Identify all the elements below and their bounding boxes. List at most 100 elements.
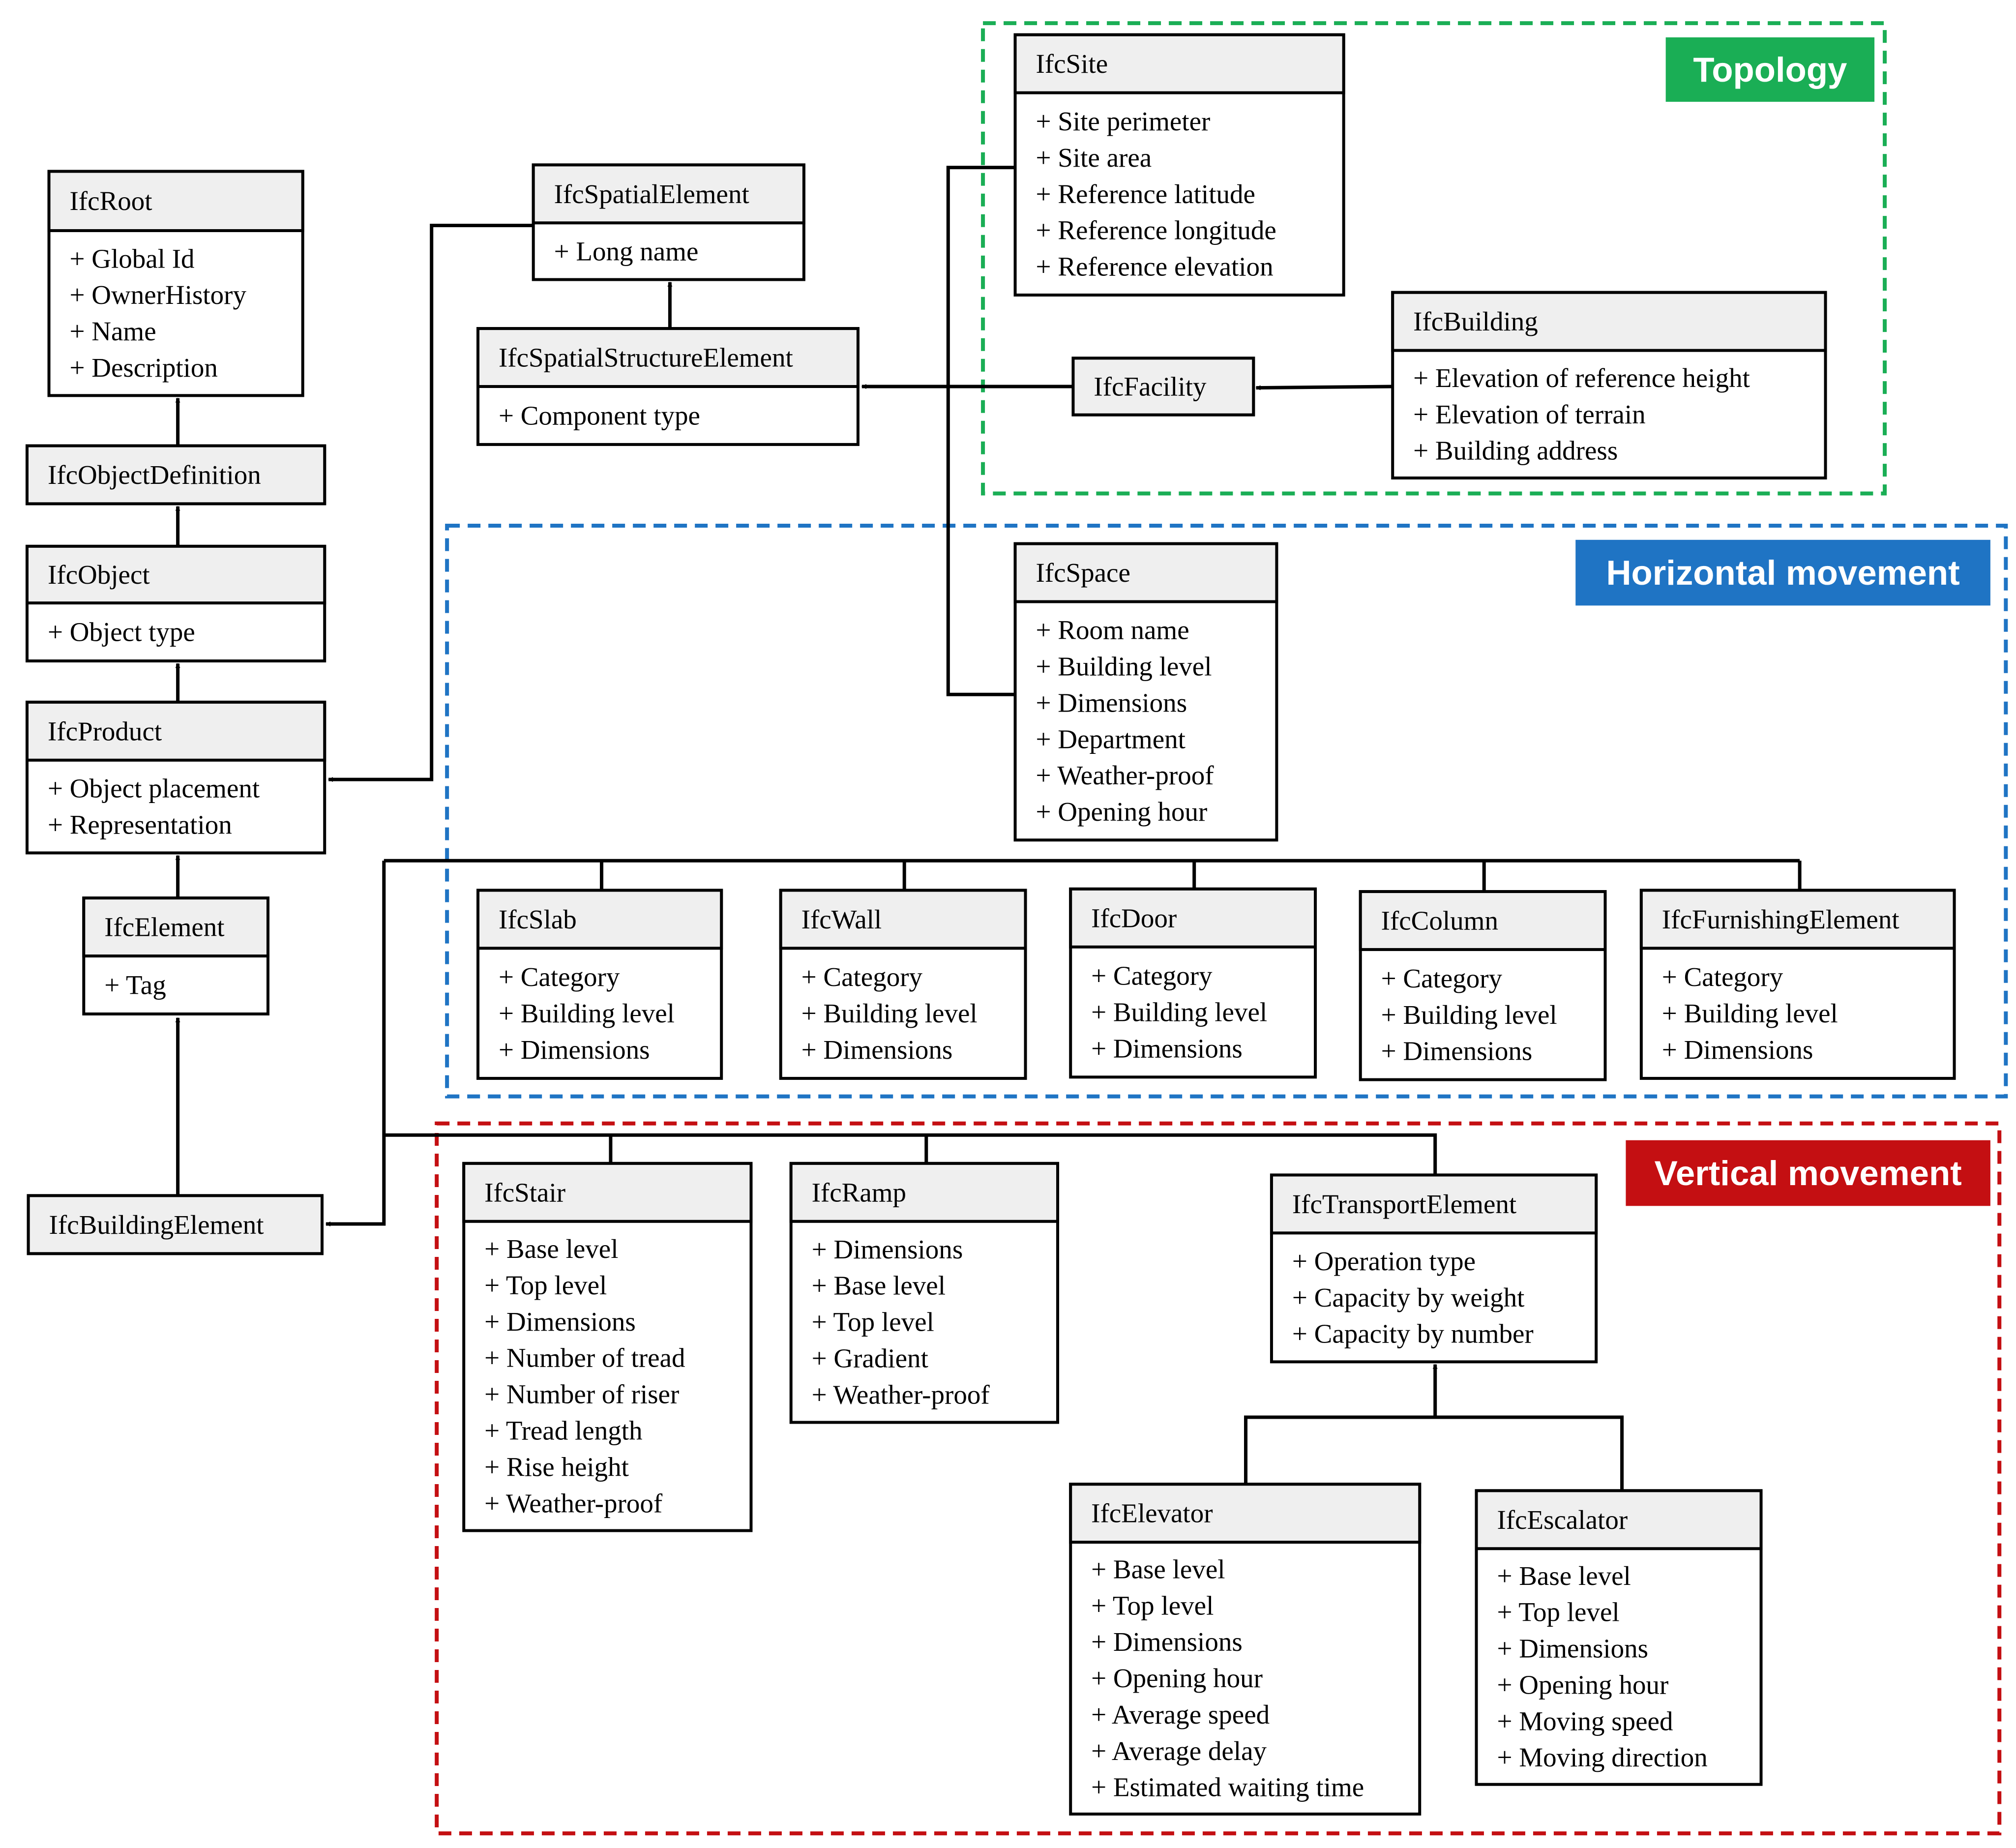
- ifc-elevator-attribute: + Top level: [1091, 1590, 1214, 1620]
- ifc-door-attribute: + Dimensions: [1091, 1033, 1243, 1063]
- ifc-space-attribute: + Dimensions: [1036, 687, 1187, 717]
- ifc-product-header: [26, 700, 326, 762]
- ifc-escalator-attribute: + Opening hour: [1497, 1669, 1668, 1699]
- vertical-group: Vertical movement: [435, 1121, 2002, 1836]
- ifc-object-definition-class: IfcObjectDefinition: [26, 444, 326, 506]
- ifc-slab-header: [476, 889, 723, 950]
- ifc-spatial-element-attribute: + Long name: [554, 236, 699, 266]
- class-boxes: IfcRoot + Global Id + OwnerHistory + Name + …: [26, 33, 1956, 1816]
- ifc-element-header: [82, 896, 269, 958]
- ifc-ramp-header: [789, 1162, 1060, 1223]
- ifc-facility-name: IfcFacility: [1094, 372, 1207, 402]
- ifc-stair-attribute: + Base level: [484, 1234, 618, 1264]
- ifc-elevator-name: IfcElevator: [1091, 1498, 1213, 1528]
- connector-site-space-trunk: [946, 166, 1015, 696]
- ifc-elevator-attribute: + Opening hour: [1091, 1663, 1263, 1693]
- ifc-ramp-name: IfcRamp: [812, 1177, 906, 1207]
- ifc-transport-element-class: IfcTransportElement+ Operation type+ Cap…: [1270, 1173, 1598, 1364]
- ifc-ramp-attribute: + Dimensions: [812, 1234, 963, 1264]
- ifc-root-attribute: + Name: [69, 316, 156, 346]
- ifc-column-class: IfcColumn+ Category+ Building level+ Dim…: [1359, 890, 1607, 1081]
- ifc-escalator-attribute: + Dimensions: [1497, 1634, 1648, 1664]
- ifc-space-attribute: + Building level: [1036, 652, 1212, 682]
- ifc-root-attribute: + Global Id: [69, 243, 194, 273]
- ifc-column-name: IfcColumn: [1381, 905, 1498, 935]
- topology-group-label: Topology: [1665, 37, 1875, 102]
- ifc-wall-header: [779, 889, 1027, 950]
- ifc-element-name: IfcElement: [104, 912, 224, 942]
- vertical-group-label: Vertical movement: [1626, 1140, 1990, 1206]
- ifc-spatial-structure-element-attribute: + Component type: [499, 400, 700, 430]
- ifc-spatial-structure-element-name: IfcSpatialStructureElement: [499, 343, 793, 373]
- ifc-escalator-header: [1475, 1489, 1763, 1550]
- ifc-furnishing-element-attribute: + Building level: [1662, 998, 1838, 1028]
- ifc-escalator-attribute: + Top level: [1497, 1597, 1619, 1627]
- ifc-ramp-class: IfcRamp+ Dimensions+ Base level+ Top lev…: [789, 1162, 1060, 1424]
- ifc-stair-header: [462, 1162, 753, 1223]
- ifc-product-attribute: + Representation: [48, 810, 232, 840]
- ifc-slab-attribute: + Building level: [499, 998, 675, 1028]
- ifc-stair-box: [462, 1162, 753, 1532]
- ifc-facility-header: [1071, 357, 1255, 417]
- ifc-stair-attribute: + Rise height: [484, 1452, 629, 1482]
- connector-spatialelement-to-product: [328, 224, 534, 782]
- ifc-space-attribute: + Opening hour: [1036, 797, 1207, 827]
- ifc-furnishing-element-class: IfcFurnishingElement+ Category+ Building…: [1639, 889, 1956, 1080]
- ifc-furnishing-element-header: [1639, 889, 1956, 950]
- ifc-elevator-attribute: + Dimensions: [1091, 1627, 1243, 1657]
- ifc-site-header: [1013, 33, 1345, 94]
- ifc-elevator-attribute: + Average delay: [1091, 1736, 1267, 1766]
- ifc-root-header: [47, 170, 304, 232]
- horizontal-group-border: [445, 523, 2008, 1099]
- ifc-space-header: [1013, 542, 1278, 603]
- ifc-object-definition-name: IfcObjectDefinition: [48, 460, 261, 490]
- connector-buildingelement-trunk: [325, 861, 386, 1226]
- ifc-element-class: IfcElement + Tag: [82, 896, 269, 1015]
- ifc-spatial-element-name: IfcSpatialElement: [554, 179, 749, 209]
- ifc-slab-attribute: + Dimensions: [499, 1035, 650, 1065]
- topology-group-border: [981, 21, 1887, 496]
- ifc-transport-element-attribute: + Capacity by number: [1292, 1319, 1534, 1349]
- ifc-escalator-attribute: + Moving speed: [1497, 1706, 1673, 1736]
- ifc-stair-attribute: + Dimensions: [484, 1307, 636, 1337]
- ifc-wall-attribute: + Category: [801, 962, 923, 992]
- ifc-root-name: IfcRoot: [69, 186, 152, 216]
- ifc-site-attribute: + Reference longitude: [1036, 215, 1276, 245]
- ifc-stair-name: IfcStair: [484, 1177, 565, 1207]
- ifc-ramp-attribute: + Weather-proof: [812, 1379, 990, 1409]
- ifc-space-attribute: + Room name: [1036, 615, 1189, 645]
- ifc-transport-element-header: [1270, 1173, 1598, 1235]
- ifc-wall-class: IfcWall+ Category+ Building level+ Dimen…: [779, 889, 1027, 1080]
- ifc-building-attribute: + Building address: [1413, 436, 1618, 466]
- ifc-elevator-attribute: + Estimated waiting time: [1091, 1772, 1364, 1802]
- ifc-escalator-class: IfcEscalator + Base level + Top level + Dim…: [1475, 1489, 1763, 1786]
- ifc-site-attribute: + Reference latitude: [1036, 179, 1255, 209]
- ifc-site-attribute: + Reference elevation: [1036, 252, 1273, 282]
- ifc-stair-attribute: + Tread length: [484, 1415, 642, 1445]
- ifc-elevator-header: [1069, 1483, 1422, 1544]
- ifc-stair-attribute: + Number of tread: [484, 1343, 685, 1373]
- ifc-product-attribute: + Object placement: [48, 774, 260, 804]
- horizontal-group-label: Horizontal movement: [1575, 539, 1990, 606]
- ifc-building-header: [1391, 291, 1827, 352]
- ifc-escalator-name: IfcEscalator: [1497, 1505, 1628, 1535]
- ifc-transport-element-attribute: + Operation type: [1292, 1246, 1476, 1276]
- ifc-transport-element-attribute: + Capacity by weight: [1292, 1282, 1525, 1312]
- connector-transport-subtype-bus: [1244, 1415, 1624, 1491]
- ifc-escalator-attribute: + Base level: [1497, 1561, 1631, 1591]
- ifc-ramp-attribute: + Top level: [812, 1307, 934, 1337]
- ifc-building-element-name: IfcBuildingElement: [49, 1210, 264, 1240]
- ifc-root-class: IfcRoot+ Global Id+ OwnerHistory+ Name+ …: [47, 170, 304, 397]
- ifc-object-definition-header: [26, 444, 326, 506]
- ifc-root-attribute: + OwnerHistory: [69, 280, 246, 310]
- ifc-element-attribute: + Tag: [104, 970, 166, 1000]
- ifc-building-name: IfcBuilding: [1413, 306, 1538, 336]
- ifc-building-element-header: [27, 1194, 324, 1255]
- ifc-site-attribute: + Site perimeter: [1036, 106, 1210, 136]
- ifc-furnishing-element-attribute: + Category: [1662, 962, 1783, 992]
- ifc-stair-attribute: + Top level: [484, 1270, 607, 1300]
- ifc-stair-class: IfcStair + Base level + Top level + Dimensi…: [462, 1162, 753, 1532]
- ifc-slab-name: IfcSlab: [499, 904, 577, 934]
- ifc-object-class: IfcObject+ Object type: [26, 544, 326, 663]
